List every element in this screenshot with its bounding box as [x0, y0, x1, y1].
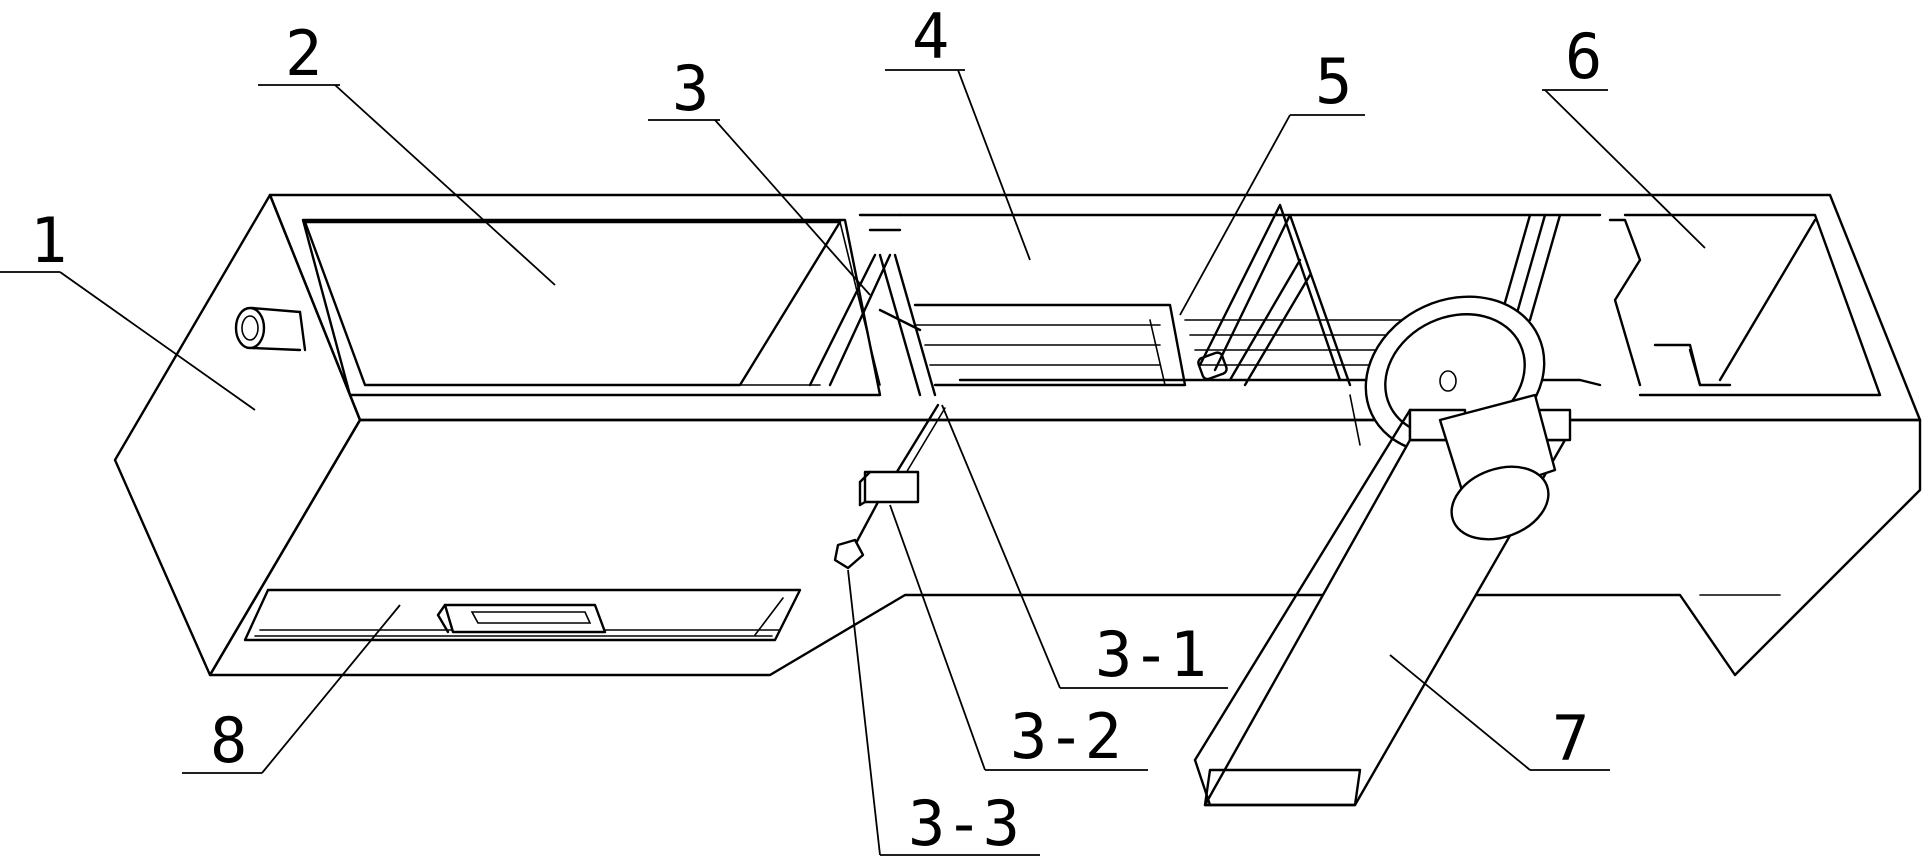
filter-divider: [808, 213, 937, 397]
label-5-text: 5: [1315, 45, 1352, 118]
label-3-3: 3-3: [847, 569, 1040, 860]
housing-top-rim: [301, 218, 882, 397]
label-1: 1: [0, 204, 256, 411]
left-tank: [303, 220, 881, 387]
drawer: [243, 588, 802, 642]
label-3-2: 3-2: [889, 504, 1148, 773]
label-3-1-text: 3-1: [1095, 618, 1207, 691]
slider-block: [858, 470, 920, 507]
label-4-text: 4: [912, 0, 949, 73]
label-2-text: 2: [285, 17, 322, 90]
label-4: 4: [885, 0, 1031, 261]
label-7-text: 7: [1552, 702, 1589, 775]
label-5: 5: [1179, 45, 1365, 316]
push-rod: [893, 403, 946, 479]
adjust-nut: [833, 500, 880, 570]
label-3: 3: [648, 52, 871, 296]
label-1-text: 1: [30, 204, 67, 277]
label-3-1: 3-1: [941, 404, 1228, 691]
inlet-pipe: [234, 306, 307, 352]
label-8: 8: [182, 604, 401, 777]
label-6: 6: [1542, 20, 1706, 249]
label-6-text: 6: [1565, 20, 1602, 93]
label-3-text: 3: [672, 52, 709, 125]
frame-structure: [1197, 203, 1352, 387]
label-7: 7: [1389, 654, 1610, 775]
right-tank: [1608, 213, 1882, 397]
motor-cylinder: [1438, 370, 1557, 541]
label-8-text: 8: [210, 704, 247, 777]
label-3-3-text: 3-3: [908, 787, 1020, 860]
housing-body: [113, 193, 1922, 677]
label-2: 2: [258, 17, 556, 286]
label-3-2-text: 3-2: [1010, 700, 1122, 773]
